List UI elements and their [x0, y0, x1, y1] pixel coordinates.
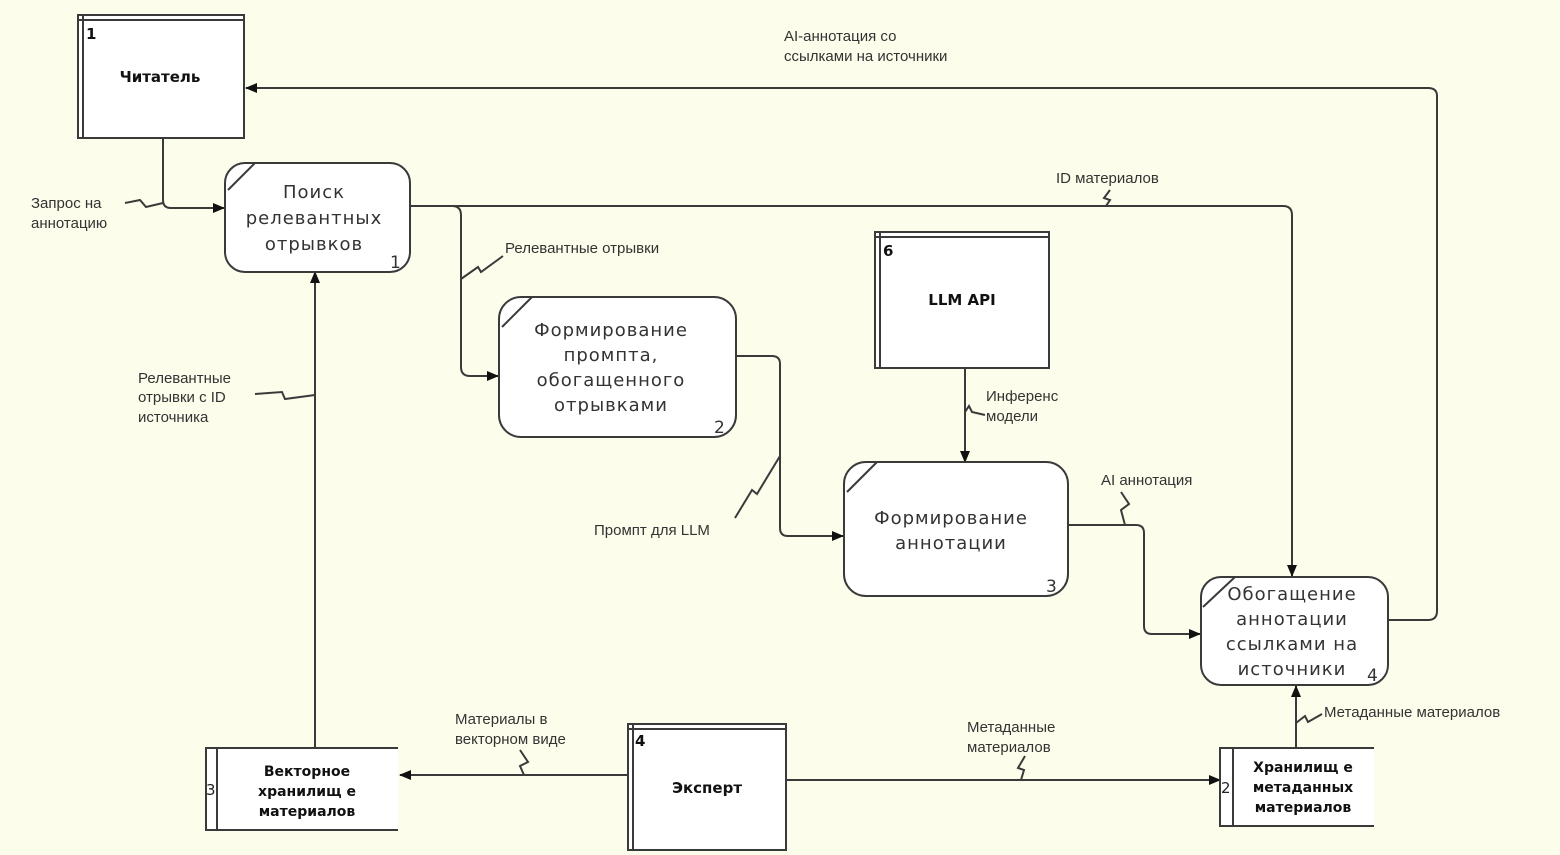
process-2-id: 2	[714, 418, 725, 438]
label-line: материалов	[967, 739, 1051, 756]
process-3-line-2: аннотации	[895, 533, 1007, 554]
store-metadata[interactable]: 2 Хранилищ е метаданных материалов	[1219, 747, 1374, 827]
store-vector-line-3: материалов	[259, 804, 356, 820]
flow-llm-prompt-pointer	[734, 455, 781, 519]
label-relevant-fragments: Релевантные отрывки	[505, 240, 659, 257]
flow-ai-annotation-with-links	[245, 83, 1438, 621]
entity-expert-label: Эксперт	[672, 779, 742, 797]
entity-reader-label: Читатель	[120, 68, 201, 86]
process-1-line-2: релевантных	[246, 208, 383, 229]
process-2-line-3: обогащенного	[537, 370, 686, 391]
flow-annotation-request	[162, 138, 225, 213]
label-line: источника	[138, 409, 209, 426]
entity-llm-api-label: LLM API	[928, 291, 995, 309]
entity-llm-api[interactable]: 6 LLM API	[874, 231, 1050, 369]
flow-material-ids	[410, 205, 1297, 577]
label-material-ids: ID материалов	[1056, 170, 1159, 187]
store-vector[interactable]: 3 Векторное хранилищ е материалов	[205, 747, 398, 831]
process-4-line-1: Обогащение	[1227, 584, 1356, 605]
label-ai-annotation: AI аннотация	[1101, 472, 1192, 489]
process-3-id: 3	[1046, 577, 1057, 597]
label-metadata-expert: Метаданные материалов	[967, 719, 1055, 756]
flow-metadata-store-pointer	[1295, 713, 1323, 724]
entity-expert[interactable]: 4 Эксперт	[627, 723, 787, 851]
label-line: AI аннотация	[1101, 472, 1192, 489]
entity-reader[interactable]: 1 Читатель	[77, 14, 245, 139]
label-line: AI-аннотация со	[784, 28, 896, 45]
entity-expert-id: 4	[635, 732, 645, 750]
label-ai-annotation-with-links: AI-аннотация со ссылками на источники	[784, 28, 947, 65]
label-line: Метаданные	[967, 719, 1055, 736]
label-line: отрывки с ID	[138, 389, 226, 406]
label-line: аннотацию	[31, 215, 107, 232]
flow-model-inference-pointer	[964, 404, 986, 416]
flow-ai-annotation-pointer	[1119, 491, 1131, 526]
process-4-line-2: аннотации	[1236, 609, 1348, 630]
process-1-line-1: Поиск	[283, 182, 345, 203]
label-vector-materials: Материалы в векторном виде	[455, 711, 566, 748]
label-line: ссылками на источники	[784, 48, 947, 65]
process-2-line-4: отрывками	[554, 395, 668, 416]
process-form-prompt[interactable]: Формирование промпта, обогащенного отрыв…	[498, 296, 737, 438]
store-metadata-line-3: материалов	[1255, 800, 1352, 816]
entity-llm-api-id: 6	[883, 242, 893, 260]
store-vector-id: 3	[206, 781, 216, 799]
flow-relevant-fragments-with-id-pointer	[254, 390, 316, 401]
process-2-line-1: Формирование	[534, 320, 688, 341]
flow-metadata-expert-pointer	[1016, 755, 1026, 781]
flow-ai-annotation	[1068, 524, 1201, 639]
label-llm-prompt: Промпт для LLM	[594, 522, 710, 539]
process-2-line-2: промпта,	[564, 345, 659, 366]
process-1-id: 1	[390, 253, 401, 273]
process-form-annotation[interactable]: Формирование аннотации 3	[843, 461, 1069, 597]
process-3-line-1: Формирование	[874, 508, 1028, 529]
process-4-id: 4	[1367, 666, 1378, 686]
label-line: Инференс	[986, 388, 1059, 405]
flow-material-ids-pointer	[1102, 189, 1112, 207]
label-line: векторном виде	[455, 731, 566, 748]
store-vector-line-1: Векторное	[264, 764, 350, 780]
process-1-line-3: отрывков	[265, 234, 363, 255]
store-metadata-id: 2	[1221, 779, 1231, 797]
label-line: Запрос на	[31, 195, 102, 212]
process-search-fragments[interactable]: Поиск релевантных отрывков 1	[224, 162, 411, 273]
flow-relevant-fragments	[410, 205, 499, 381]
label-annotation-request: Запрос на аннотацию	[31, 195, 107, 232]
entity-reader-id: 1	[86, 25, 96, 43]
label-line: Промпт для LLM	[594, 522, 710, 539]
label-relevant-fragments-with-id: Релевантные отрывки с ID источника	[138, 370, 231, 426]
label-line: Метаданные материалов	[1324, 704, 1500, 721]
label-metadata-store: Метаданные материалов	[1324, 704, 1500, 721]
process-enrich-annotation[interactable]: Обогащение аннотации ссылками на источни…	[1200, 576, 1389, 686]
label-line: Материалы в	[455, 711, 547, 728]
store-metadata-line-2: метаданных	[1253, 780, 1353, 796]
label-line: модели	[986, 408, 1038, 425]
process-4-line-3: ссылками на	[1226, 634, 1358, 655]
label-line: Релевантные	[138, 370, 231, 387]
store-vector-line-2: хранилищ е	[258, 784, 356, 800]
flow-llm-prompt	[736, 355, 844, 541]
flow-vector-materials-pointer	[518, 749, 530, 776]
store-metadata-line-1: Хранилищ е	[1253, 760, 1353, 776]
process-4-line-4: источники	[1238, 659, 1347, 680]
label-model-inference: Инференс модели	[986, 388, 1059, 425]
label-line: Релевантные отрывки	[505, 240, 659, 257]
flow-relevant-fragments-pointer	[460, 255, 504, 280]
label-line: ID материалов	[1056, 170, 1159, 187]
flow-annotation-request-pointer	[124, 198, 164, 209]
